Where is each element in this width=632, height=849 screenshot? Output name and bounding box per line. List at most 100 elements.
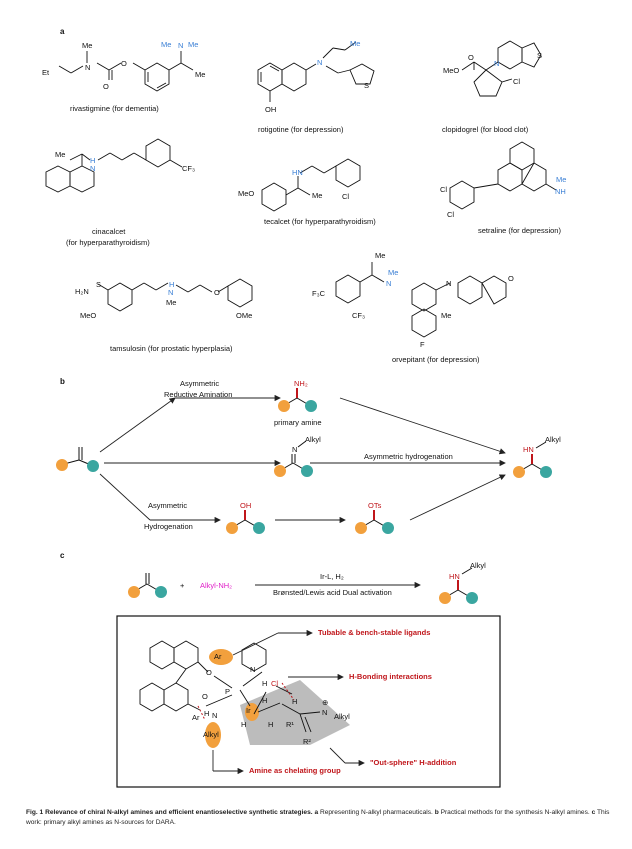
- catalyst-o-top: O: [206, 668, 212, 677]
- caption-b-label: b: [434, 809, 439, 816]
- catalyst-n-top: N: [250, 665, 256, 674]
- tosylate-molecule: [355, 510, 394, 534]
- atom-cl-4: Cl: [447, 210, 454, 219]
- atom-meo: MeO: [443, 66, 459, 75]
- atom-me-7: Me: [441, 311, 451, 320]
- clopidogrel-structure: [461, 40, 542, 97]
- catalyst-hn-amine: N: [212, 711, 218, 720]
- tamsulosin-structure: [97, 278, 253, 312]
- atom-meo-3: MeO: [80, 311, 96, 320]
- catalyst-h-1: H: [262, 679, 268, 688]
- caption-a-text: Representing N-alkyl pharmaceuticals.: [319, 809, 433, 816]
- callout-ligands: Tubable & bench-stable ligands: [318, 628, 431, 637]
- atom-cf3-2: CF₃: [352, 311, 365, 320]
- product-alkyl-label: Alkyl: [545, 435, 561, 444]
- atom-n-blue-6: N: [168, 288, 173, 297]
- atom-n-blue: N: [178, 41, 183, 50]
- product-c-alkyl: Alkyl: [470, 561, 486, 570]
- callout-chelating: Amine as chelating group: [249, 766, 341, 775]
- callout-out-sphere: "Out-sphere" H-addition: [370, 758, 457, 767]
- caption-title: Relevance of chiral N-alkyl amines and e…: [45, 809, 313, 816]
- product-amine-c: [439, 567, 478, 604]
- product-amine-b: [513, 441, 552, 478]
- atom-hn-blue-2: H: [169, 280, 174, 289]
- atom-me-blue-2: Me: [188, 40, 198, 49]
- atom-n-blue-7: N: [386, 279, 391, 288]
- atom-ome: OMe: [236, 311, 252, 320]
- imine-alkyl-label: Alkyl: [305, 435, 321, 444]
- atom-n-blue-5: N: [90, 164, 95, 173]
- alcohol-oh-label: OH: [240, 501, 252, 510]
- catalyst-cl: Cl: [271, 679, 279, 688]
- drug-name-cinacalcet: cinacalcet: [92, 227, 126, 236]
- caption-c-label: c: [591, 809, 596, 816]
- catalyst-h-4: H: [268, 720, 274, 729]
- drug-name-rivastigmine: rivastigmine (for dementia): [70, 104, 159, 113]
- figure-caption: Fig. 1 Relevance of chiral N-alkyl amine…: [26, 808, 611, 828]
- rotigotine-structure: [257, 41, 375, 102]
- atom-n: N: [85, 63, 90, 72]
- atom-hn-blue: HN: [292, 168, 303, 177]
- atom-me-4: Me: [312, 191, 322, 200]
- drug-name-orvepitant: orvepitant (for depression): [392, 355, 480, 364]
- drug-name-rotigotine: rotigotine (for depression): [258, 125, 344, 134]
- atom-o3: O: [468, 53, 474, 62]
- rivastigmine-structure: [58, 51, 194, 92]
- route3-line1: Asymmetric: [148, 501, 188, 510]
- atom-s-2: S: [537, 51, 542, 60]
- caption-b-text: Practical methods for the synthesis N-al…: [440, 809, 590, 816]
- substrate-charge: ⊕: [322, 698, 329, 707]
- product-c-hn: HN: [449, 572, 460, 581]
- atom-f: F: [420, 340, 425, 349]
- primary-amine-label: primary amine: [274, 418, 322, 427]
- atom-cl: Cl: [513, 77, 520, 86]
- ketone-molecule: [56, 447, 99, 472]
- atom-f3c: F₃C: [312, 289, 326, 298]
- condition-activation: Brønsted/Lewis acid Dual activation: [273, 588, 392, 597]
- atom-o2: O: [103, 82, 109, 91]
- atom-me: Me: [82, 41, 92, 50]
- alcohol-molecule: [226, 510, 265, 534]
- panel-a-label: a: [60, 27, 65, 36]
- caption-fig-label: Fig. 1: [26, 809, 44, 816]
- atom-n-blue-3: N: [494, 59, 499, 68]
- catalyst-h-3: H: [241, 720, 247, 729]
- catalyst-h-amine: H: [204, 709, 210, 718]
- catalyst-o-bottom: O: [202, 692, 208, 701]
- product-hn-label: HN: [523, 445, 534, 454]
- setraline-structure: [449, 141, 557, 210]
- imine-n-label: N: [292, 445, 298, 454]
- atom-o5: O: [508, 274, 514, 283]
- panel-b-label: b: [60, 377, 65, 386]
- drug-name-setraline: setraline (for depression): [478, 226, 561, 235]
- substrate-n: N: [322, 708, 328, 717]
- atom-s: S: [364, 81, 369, 90]
- atom-et: Et: [42, 68, 50, 77]
- atom-s-3: S: [96, 280, 101, 289]
- substrate-r1: R¹: [286, 720, 294, 729]
- substrate-r2: R²: [303, 737, 311, 746]
- callout-h-bonding: H-Bonding interactions: [349, 672, 432, 681]
- route2-label: Asymmetric hydrogenation: [364, 452, 453, 461]
- catalyst-ar-top: Ar: [214, 652, 222, 661]
- atom-h2n: H₂N: [75, 287, 89, 296]
- atom-n-2: N: [446, 279, 451, 288]
- catalyst-ir: Ir: [246, 706, 251, 715]
- atom-me-blue-3: Me: [350, 39, 360, 48]
- atom-me-blue-4: Me: [556, 175, 566, 184]
- route1-line1: Asymmetric: [180, 379, 220, 388]
- atom-n-blue-2: N: [317, 58, 322, 67]
- catalyst-ar-bottom: Ar: [192, 713, 200, 722]
- atom-cf3: CF₃: [182, 164, 195, 173]
- tecalcet-structure: [261, 158, 361, 212]
- orvepitant-structure: [335, 262, 507, 338]
- drug-name-cinacalcet-sub: (for hyperparathyroidism): [66, 238, 150, 247]
- atom-nh-blue: NH: [555, 187, 566, 196]
- atom-o4: O: [214, 288, 220, 297]
- catalyst-h-2: H: [262, 696, 268, 705]
- panel-c-label: c: [60, 551, 65, 560]
- catalyst-model-box: [116, 615, 501, 788]
